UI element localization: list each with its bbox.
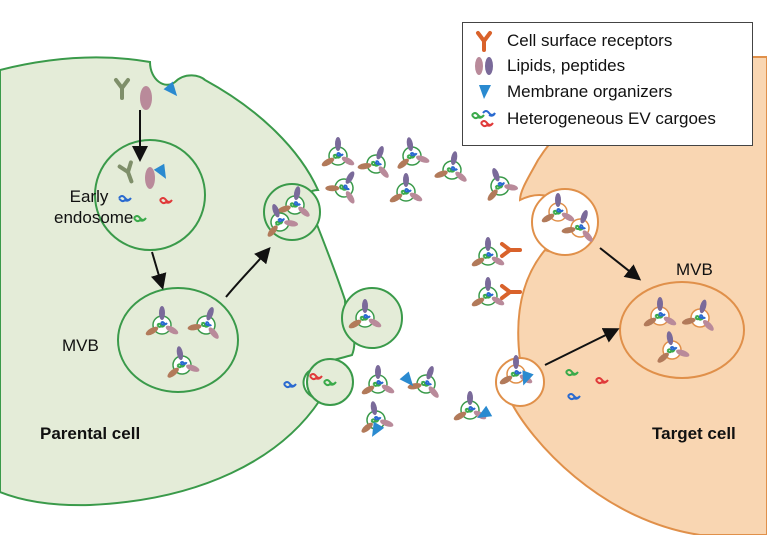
arrow-vesicle-to-mvb-target <box>599 247 642 281</box>
legend-row-lipids: Lipids, peptides <box>469 54 625 78</box>
extracellular-vesicle <box>499 355 533 385</box>
extracellular-vesicle <box>325 171 355 204</box>
legend-row-cargoes: Heterogeneous EV cargoes <box>469 107 716 131</box>
lipid <box>140 86 152 110</box>
arrow-endosome-to-mvb <box>150 251 167 290</box>
legend-row-receptors: Cell surface receptors <box>469 29 672 53</box>
extracellular-vesicle <box>471 237 505 267</box>
extracellular-vesicle <box>407 366 439 398</box>
extracellular-vesicle <box>681 299 714 331</box>
receptor <box>500 242 522 258</box>
extracellular-vesicle <box>643 297 677 327</box>
extracellular-vesicle <box>321 137 355 167</box>
extracellular-vesicle <box>471 277 505 307</box>
arrow-mvb-to-membrane <box>225 246 271 298</box>
extracellular-vesicle <box>267 204 299 237</box>
early-endosome-label: Early endosome <box>54 186 134 228</box>
receptor <box>114 78 130 100</box>
ev-layer <box>114 78 714 437</box>
membrane-organizer <box>153 163 166 179</box>
membrane-organizer-icon <box>479 85 491 99</box>
extracellular-vesicle <box>397 137 430 169</box>
extracellular-vesicle <box>389 173 423 203</box>
lipid-peptide-icon <box>475 57 493 75</box>
extracellular-vesicle <box>167 346 200 378</box>
extracellular-vesicle <box>541 193 575 223</box>
membrane-organizer <box>522 370 534 386</box>
extracellular-vesicle <box>453 391 487 421</box>
receptor-icon <box>476 31 492 52</box>
extracellular-vesicle <box>657 331 690 363</box>
extracellular-vesicle <box>361 365 395 395</box>
extracellular-vesicle <box>487 168 519 201</box>
legend-label-lipids: Lipids, peptides <box>507 56 626 75</box>
membrane-organizer <box>477 405 493 418</box>
ev-cargo-icon <box>471 110 496 128</box>
extracellular-vesicle <box>357 146 389 178</box>
parental-cell-label: Parental cell <box>40 424 141 443</box>
arrow-fusion-to-mvb <box>544 328 620 366</box>
mvb-parental-label: MVB <box>62 336 99 355</box>
receptor <box>500 284 522 300</box>
mvb-target <box>619 281 745 379</box>
membrane-organizer <box>163 81 178 97</box>
membrane-organizer <box>372 421 385 437</box>
early-endosome-label-line1: Early <box>69 187 109 206</box>
parental-cell-membrane <box>0 56 356 507</box>
extracellular-vesicle <box>277 186 310 217</box>
legend-label-cargoes: Heterogeneous EV cargoes <box>507 109 716 128</box>
target-endocytic-vesicle <box>531 188 599 256</box>
legend-row-organizers: Membrane organizers <box>469 80 672 104</box>
extracellular-vesicle <box>434 151 467 182</box>
extracellular-vesicle <box>348 299 382 329</box>
receptor <box>117 160 134 184</box>
extracellular-vesicle <box>145 306 179 336</box>
extracellular-vesicle <box>361 401 394 433</box>
extracellular-vesicle <box>187 307 219 339</box>
membrane-organizer <box>399 371 414 387</box>
mvb-target-label: MVB <box>676 260 713 279</box>
legend: Cell surface receptors Lipids, peptides … <box>462 22 753 146</box>
legend-label-receptors: Cell surface receptors <box>507 31 673 50</box>
early-endosome-label-line2: endosome <box>54 208 134 227</box>
legend-label-organizers: Membrane organizers <box>507 82 673 101</box>
target-cell-label: Target cell <box>652 424 736 443</box>
lipid <box>145 167 155 189</box>
extracellular-vesicle <box>561 210 593 242</box>
mvb-parental <box>117 287 239 393</box>
